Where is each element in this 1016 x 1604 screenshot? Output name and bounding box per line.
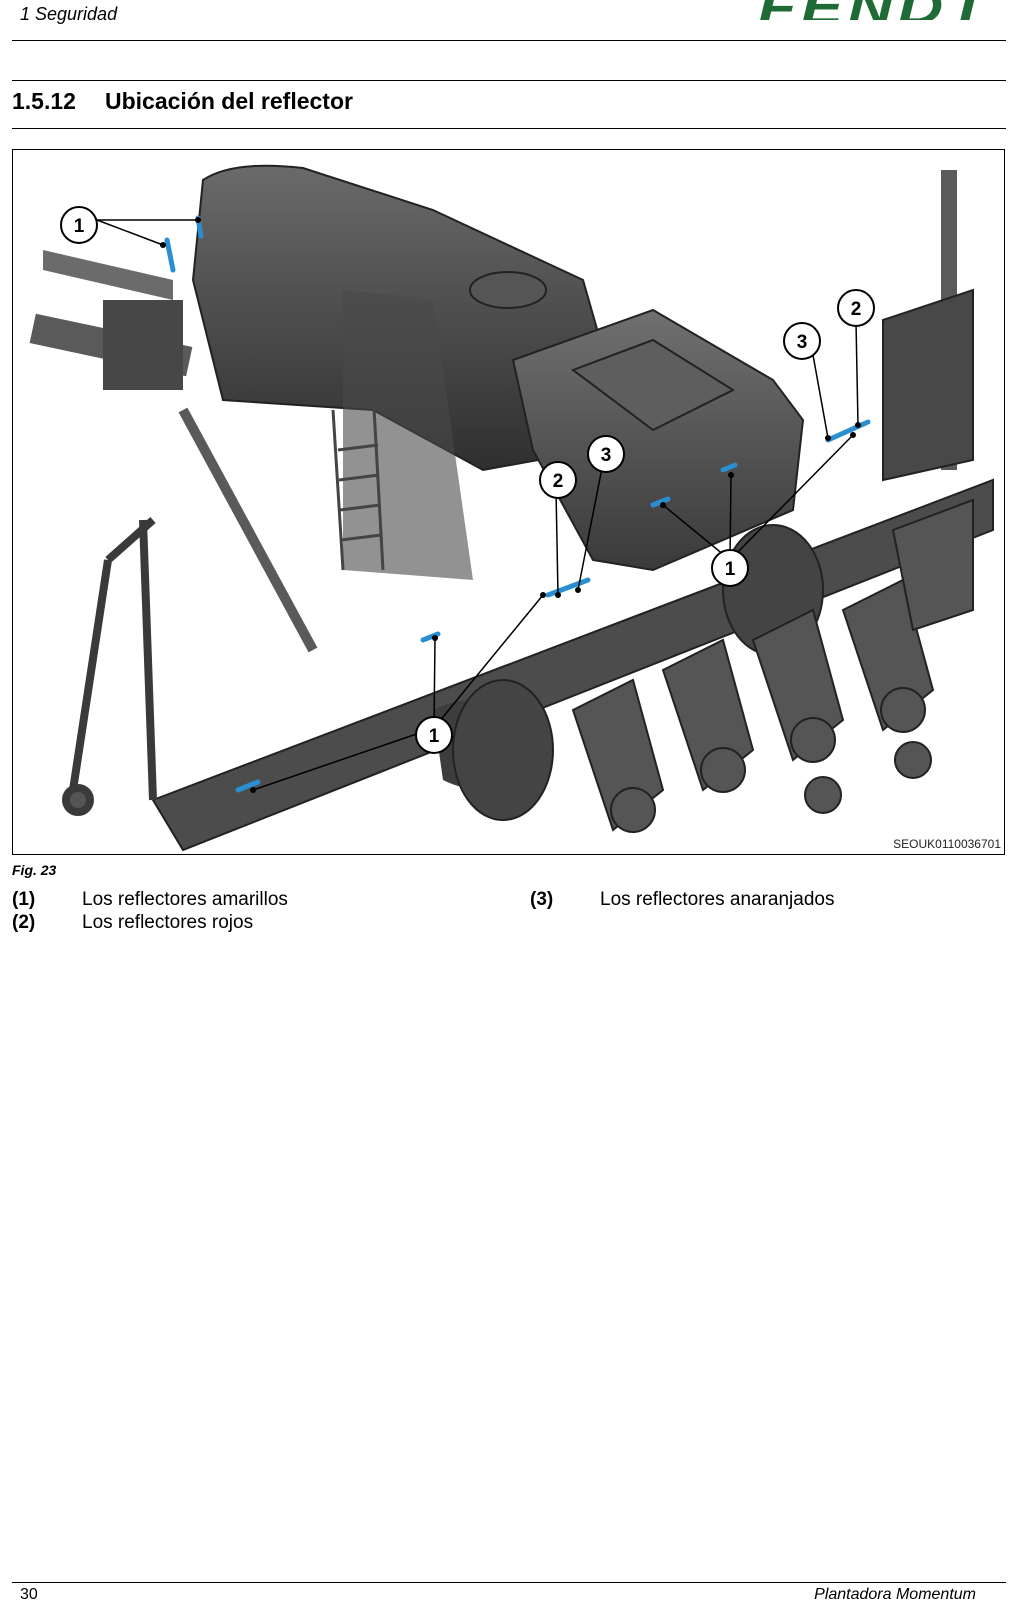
section-title: Ubicación del reflector bbox=[105, 88, 353, 114]
legend-number: (2) bbox=[12, 912, 36, 933]
callout-1-right: 1 bbox=[711, 549, 749, 587]
legend-item-1: (1) Los reflectores amarillos bbox=[12, 888, 288, 911]
row-units bbox=[571, 498, 974, 833]
figure-code: SEOUK0110036701 bbox=[893, 837, 1001, 851]
fendt-logo: FENDT bbox=[758, 0, 980, 20]
svg-text:1: 1 bbox=[725, 559, 736, 580]
legend-left-column: (1) Los reflectores amarillos (2) Los re… bbox=[12, 888, 288, 934]
right-frame bbox=[882, 170, 974, 482]
page-number: 30 bbox=[20, 1586, 38, 1603]
section-heading: 1.5.12 Ubicación del reflector bbox=[12, 88, 353, 115]
legend-number: (3) bbox=[530, 889, 554, 910]
legend-text: Los reflectores rojos bbox=[82, 912, 254, 933]
svg-text:3: 3 bbox=[601, 445, 612, 466]
section-bottom-rule bbox=[12, 128, 1006, 129]
header-rule bbox=[12, 40, 1006, 41]
svg-text:2: 2 bbox=[851, 299, 862, 320]
callout-3-center: 3 bbox=[587, 435, 625, 473]
callout-3-right: 3 bbox=[783, 322, 821, 360]
svg-text:1: 1 bbox=[429, 726, 440, 747]
section-top-rule bbox=[12, 80, 1006, 81]
planter-illustration: 1 2 3 1 1 2 3 bbox=[29, 164, 994, 852]
footer-product-name: Plantadora Momentum bbox=[814, 1586, 976, 1603]
logo-text: FENDT bbox=[758, 0, 980, 20]
section-number: 1.5.12 bbox=[12, 88, 76, 114]
leader-lines bbox=[96, 219, 859, 791]
svg-text:3: 3 bbox=[797, 332, 808, 353]
main-hopper bbox=[191, 164, 605, 580]
svg-text:2: 2 bbox=[553, 471, 564, 492]
callout-1-top-left: 1 bbox=[60, 206, 98, 244]
legend-text: Los reflectores anaranjados bbox=[600, 889, 835, 910]
reflectors bbox=[164, 215, 871, 793]
left-boom bbox=[29, 250, 193, 390]
figure-reflector-locations: 1 2 3 1 1 2 3 SEOUK0110036701 bbox=[12, 149, 1005, 855]
reflector-dots bbox=[160, 217, 861, 793]
drawbar bbox=[178, 407, 318, 653]
legend-item-2: (2) Los reflectores rojos bbox=[12, 911, 288, 934]
footer-rule bbox=[12, 1582, 1006, 1583]
callout-2-center: 2 bbox=[539, 461, 577, 499]
svg-text:1: 1 bbox=[74, 216, 85, 237]
figure-caption: Fig. 23 bbox=[12, 862, 57, 878]
callout-2-right: 2 bbox=[837, 289, 875, 327]
callout-1-bottom: 1 bbox=[415, 716, 453, 754]
marker-arm bbox=[62, 517, 157, 816]
legend-text: Los reflectores amarillos bbox=[82, 889, 288, 910]
legend-right-column: (3) Los reflectores anaranjados bbox=[530, 888, 834, 911]
header-section-title: 1 Seguridad bbox=[20, 4, 118, 24]
legend-number: (1) bbox=[12, 889, 36, 910]
ladder bbox=[331, 389, 385, 571]
legend-item-3: (3) Los reflectores anaranjados bbox=[530, 888, 834, 911]
